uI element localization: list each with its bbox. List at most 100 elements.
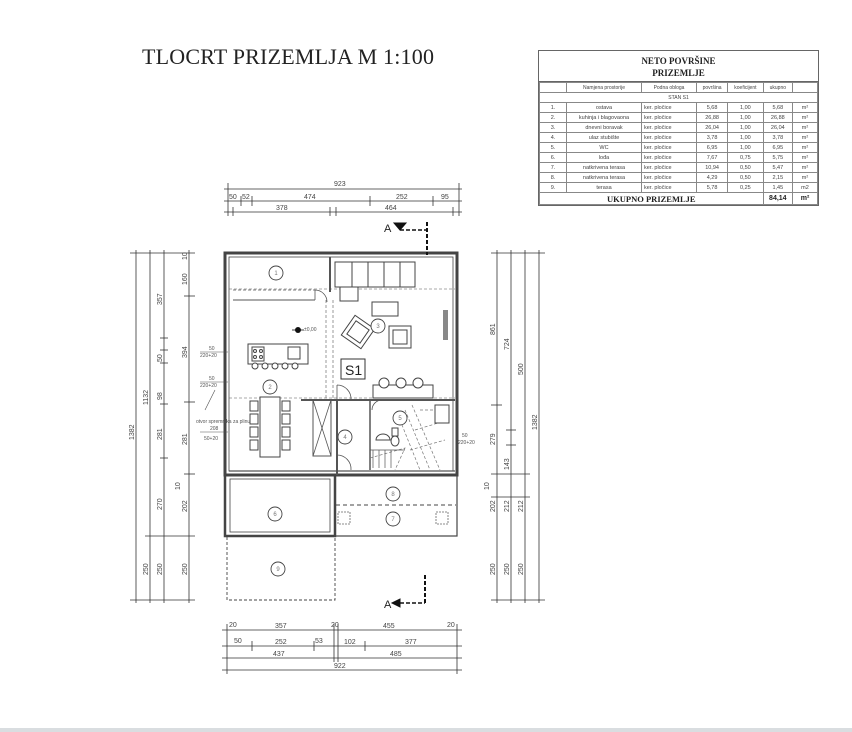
drawing-title: TLOCRT PRIZEMLJA M 1:100 <box>142 44 435 69</box>
kitchen-island <box>247 343 309 370</box>
window-tag-bottom: 220+20 <box>200 383 217 389</box>
dim-left-overall: 1382 <box>129 424 136 440</box>
table-header-row: Namjena prostorije Podna obloga površina… <box>539 82 818 93</box>
table-total-row: UKUPNO PRIZEMLJE 84,14 m² <box>539 192 818 205</box>
room-number-1: 1 <box>274 271 278 277</box>
dim-left-segment: 394 <box>182 346 189 358</box>
unit-label-box <box>340 358 366 380</box>
room-number-6: 6 <box>273 512 277 518</box>
window-tag-top: 50 <box>462 433 468 439</box>
room-number-9: 9 <box>276 567 280 573</box>
dim-bottom-segment: 357 <box>275 623 287 630</box>
dim-bottom-segment: 455 <box>383 623 395 630</box>
dim-bottom-overall: 922 <box>334 663 346 670</box>
table-heading: NETO POVRŠINE PRIZEMLJE <box>539 51 818 82</box>
dim-left-segment: 50 <box>157 354 164 362</box>
dim-left-segment: 281 <box>182 433 189 445</box>
dim-right-segment: 202 <box>490 500 497 512</box>
window-tags-left <box>200 351 228 433</box>
dim-right-segment: 250 <box>518 563 525 575</box>
dim-bottom-segment: 252 <box>275 639 287 646</box>
table-heading-line2: PRIZEMLJE <box>652 68 705 78</box>
dim-left-segment: 357 <box>157 293 164 305</box>
dim-left-segment: 1132 <box>143 390 150 405</box>
living-room-furniture <box>340 301 448 399</box>
dim-left-segment: 10 <box>175 482 182 490</box>
room-number-2: 2 <box>268 385 272 391</box>
dim-right-segment: 212 <box>504 500 511 512</box>
section-marker-bottom <box>390 575 426 608</box>
dim-left-segment: 270 <box>157 498 164 510</box>
dim-right-segment: 10 <box>484 482 491 490</box>
window-tag-bottom: 220+20 <box>200 353 217 359</box>
dim-right-segment: 724 <box>504 338 511 350</box>
window-tag-bottom: 50+20 <box>204 436 218 442</box>
dim-right-segment: 212 <box>518 500 525 512</box>
dim-bottom-segment: 437 <box>273 651 285 658</box>
outdoor-unit-icon <box>337 511 449 525</box>
dim-right-overall: 1382 <box>532 414 539 430</box>
section-marker-top <box>392 222 428 255</box>
dim-left-segment: 250 <box>157 563 164 575</box>
interior-walls <box>229 257 455 475</box>
door-swings <box>314 289 383 471</box>
dim-top-segment: 95 <box>441 194 449 201</box>
dim-bottom-segment: 485 <box>390 651 402 658</box>
net-area-table: NETO POVRŠINE PRIZEMLJE Namjena prostori… <box>538 50 819 206</box>
unit-label: S1 <box>345 362 362 378</box>
dim-left-segment: 281 <box>157 428 164 440</box>
table-row: 3. dnevni boravak ker. pločice 26,04 1,0… <box>539 122 818 133</box>
room-number-7: 7 <box>391 517 395 523</box>
dim-bottom-segment: 50 <box>234 638 242 645</box>
total-value: 84,14 <box>762 192 794 205</box>
dim-bottom-segment: 377 <box>405 639 417 646</box>
dim-right-segment: 143 <box>504 458 511 470</box>
bottom-dimensions <box>222 624 462 674</box>
area-table-grid: Namjena prostorije Podna obloga površina… <box>539 82 818 205</box>
dim-top-overall: 923 <box>334 181 346 188</box>
gas-tank-note: otvor spremnika za plinu <box>196 419 250 425</box>
room-number-4: 4 <box>343 435 347 441</box>
dim-bottom-segment: 53 <box>315 638 323 645</box>
dim-top-segment: 252 <box>396 194 408 201</box>
dim-top-segment: 378 <box>276 205 288 212</box>
right-dimensions <box>491 250 545 603</box>
level-mark: ±0,00 <box>304 327 317 333</box>
dim-bottom-segment: 20 <box>447 622 455 629</box>
window-tag-top: 208 <box>210 426 219 432</box>
table-heading-line1: NETO POVRŠINE <box>641 56 716 66</box>
dim-left-segment: 10 <box>182 252 189 260</box>
room-number-5: 5 <box>398 416 402 422</box>
dining-table <box>249 396 291 458</box>
dim-top-segment: 464 <box>385 205 397 212</box>
total-label: UKUPNO PRIZEMLJE <box>539 192 764 205</box>
dim-bottom-segment: 20 <box>331 622 339 629</box>
total-unit: m² <box>792 192 818 205</box>
level-mark-icon <box>292 327 304 333</box>
dim-top-segment: 52 <box>242 194 250 201</box>
dim-left-segment: 98 <box>157 392 164 400</box>
left-dimensions <box>130 250 195 603</box>
table-row: 5. WC ker. pločice 6,95 1,00 6,95 m² <box>539 142 818 153</box>
room-number-3: 3 <box>376 324 380 330</box>
room-number-8: 8 <box>391 492 395 498</box>
wc-fixtures <box>375 404 450 447</box>
window-tag-bottom: 220+20 <box>458 440 475 446</box>
dim-right-segment: 250 <box>490 563 497 575</box>
table-row: 7. natkrivena terasa ker. pločice 10,94 … <box>539 162 818 173</box>
dim-top-segment: 50 <box>229 194 237 201</box>
dim-left-segment: 250 <box>143 563 150 575</box>
window-tag-top: 50 <box>209 376 215 382</box>
dim-right-segment: 500 <box>518 363 525 375</box>
dim-top-segment: 474 <box>304 194 316 201</box>
bottom-edge-bar <box>0 728 852 732</box>
staircase <box>369 404 450 471</box>
dim-right-segment: 279 <box>490 433 497 445</box>
window-tag-top: 50 <box>209 346 215 352</box>
sofa-icon <box>334 261 416 302</box>
dim-left-segment: 250 <box>182 563 189 575</box>
dim-left-segment: 202 <box>182 500 189 512</box>
dim-left-segment: 160 <box>182 273 189 285</box>
section-label-bottom: A <box>384 599 392 611</box>
